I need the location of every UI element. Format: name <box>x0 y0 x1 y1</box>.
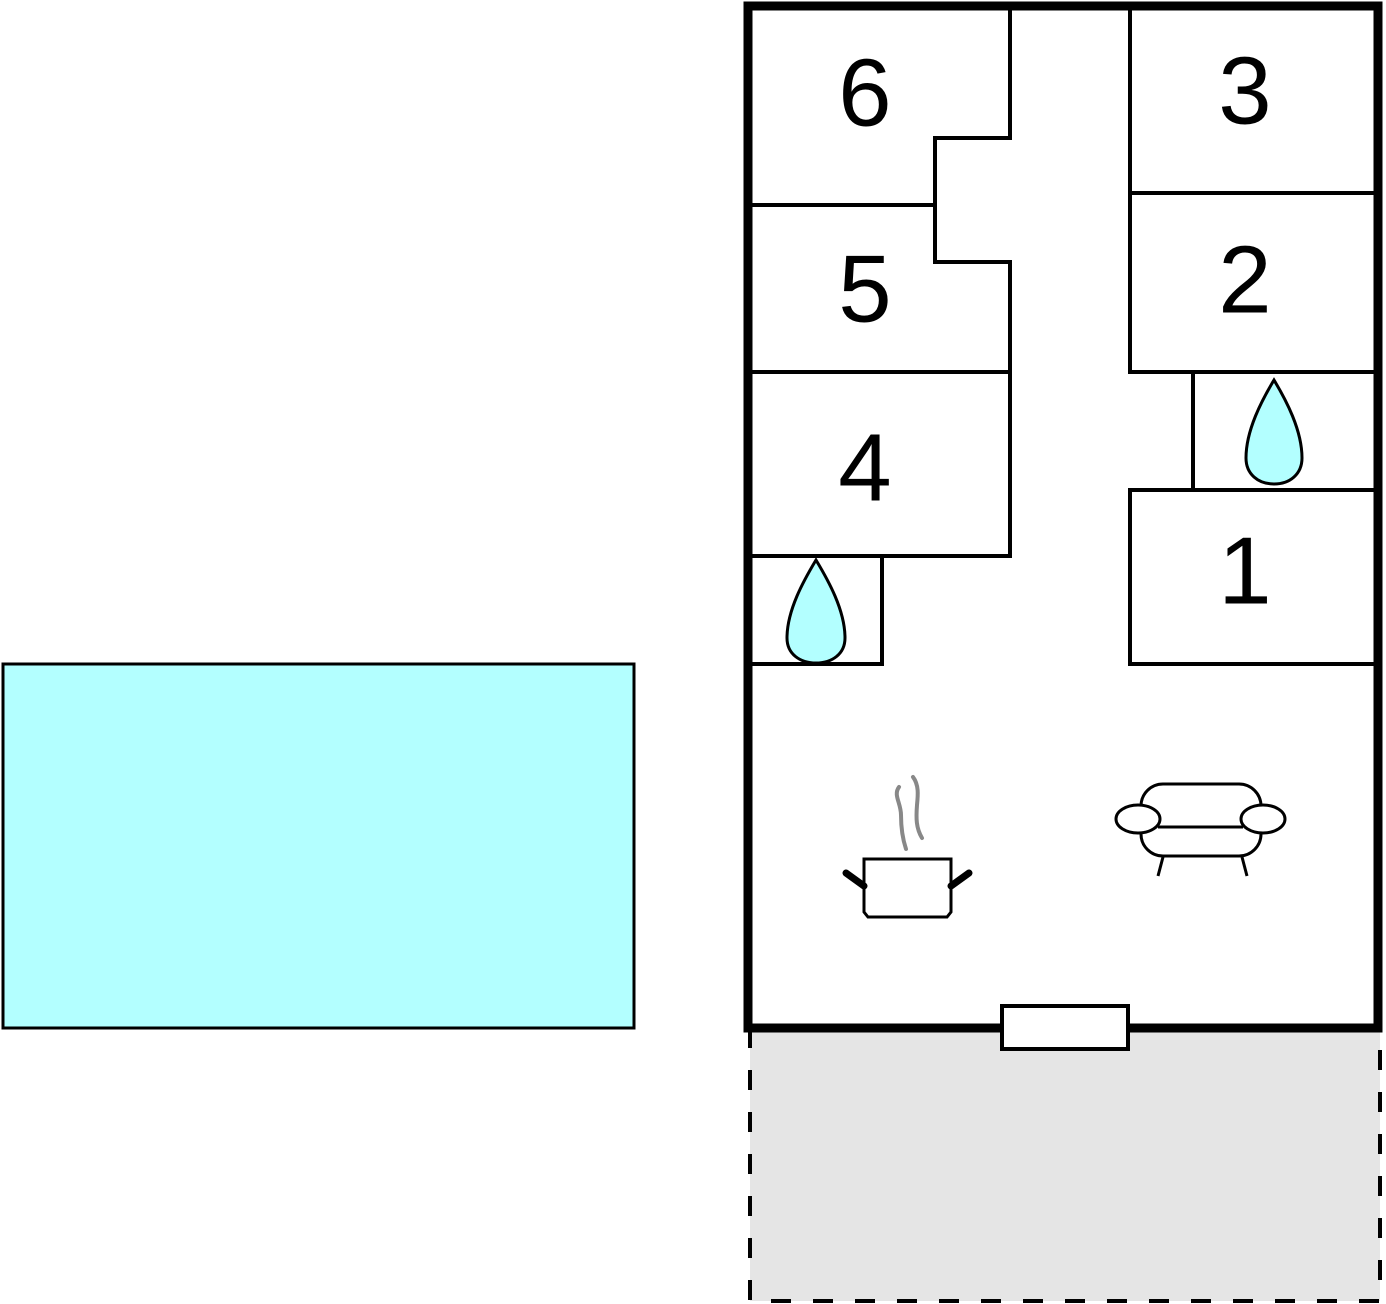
water-drop-icon <box>1244 377 1304 486</box>
terrace <box>750 1028 1380 1301</box>
room-label-3: 3 <box>1218 37 1271 144</box>
interior-walls <box>750 8 1378 666</box>
terrace-dashed-border <box>748 1028 1382 1303</box>
living-room-sofa-icon <box>1114 782 1287 877</box>
room-label-5: 5 <box>838 235 891 342</box>
room-label-1: 1 <box>1218 517 1271 624</box>
water-drop-icon <box>785 557 847 665</box>
room-label-4: 4 <box>838 414 891 521</box>
swimming-pool <box>1 662 636 1030</box>
entrance-door <box>1000 1004 1130 1051</box>
room-label-2: 2 <box>1218 226 1271 333</box>
room-label-6: 6 <box>838 39 891 146</box>
kitchen-cooking-pot-icon <box>842 775 973 919</box>
